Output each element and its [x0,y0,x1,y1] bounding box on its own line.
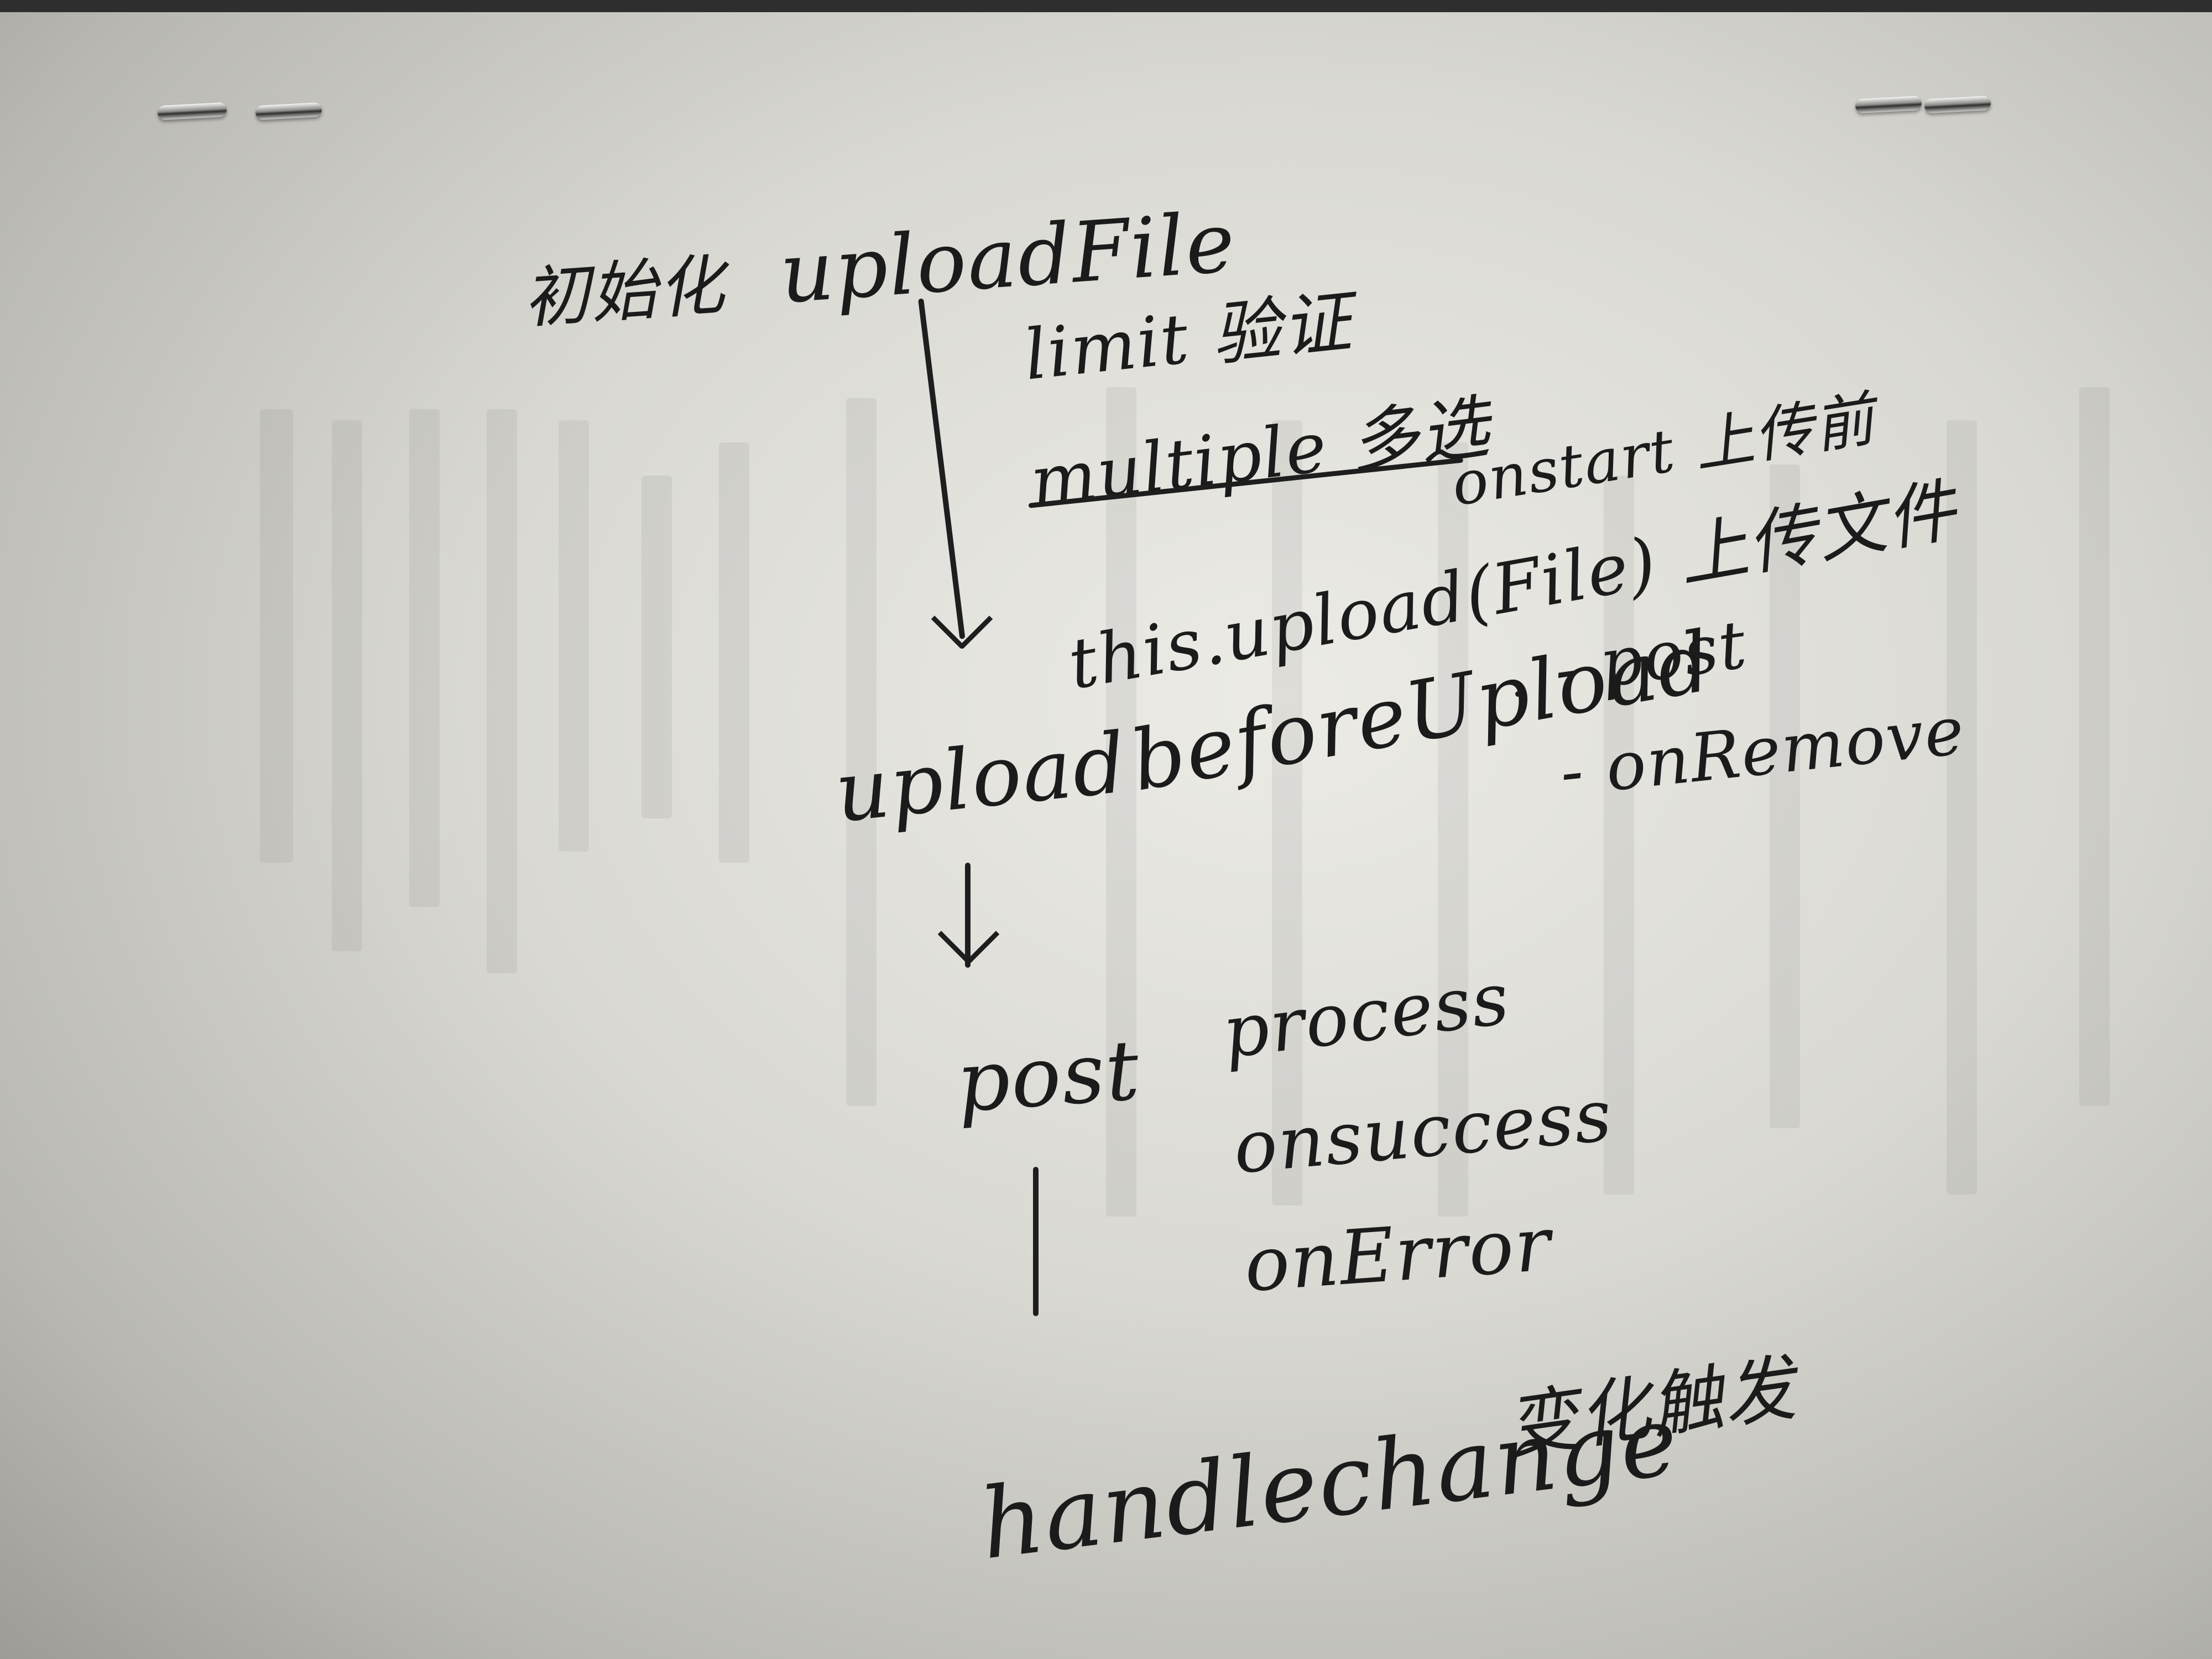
bleed-through-block [1106,387,1136,1217]
process-label: process [1218,956,1515,1075]
staple [157,102,227,121]
bleed-through-block [487,409,517,973]
staple [1924,95,1991,114]
flow-line [918,298,966,639]
bleed-through-block [1438,442,1468,1217]
bleed-through-block [846,398,877,1106]
staple [1855,95,1922,114]
bleed-through-block [1770,465,1800,1128]
bleed-through-block [332,420,362,951]
flow-line [965,863,971,968]
bleed-through-block [641,476,672,818]
bleed-through-block [1272,420,1302,1206]
bleed-through-block [260,409,293,863]
multiple-label: multiple 多选 [1026,387,1495,523]
down-arrow-icon [931,588,993,650]
bleed-through-block [1947,420,1977,1194]
onerror-label: onError [1241,1200,1554,1309]
bleed-through-block [2079,387,2110,1106]
change-trigger-label: 变化触发 [1500,1345,1802,1469]
bleed-through-block [1604,476,1634,1194]
post-label: post [953,1022,1144,1131]
period-mark [1515,691,1521,697]
flow-line [1033,1167,1039,1316]
bleed-through-block [719,442,749,863]
desk-edge [0,0,2212,12]
bleed-through-block [409,409,440,907]
bleed-through-block [559,420,589,852]
staple [255,102,322,121]
init-label: 初始化 [520,247,728,338]
down-arrow-icon [937,903,1000,966]
post-branch-label: - post [1550,606,1752,709]
